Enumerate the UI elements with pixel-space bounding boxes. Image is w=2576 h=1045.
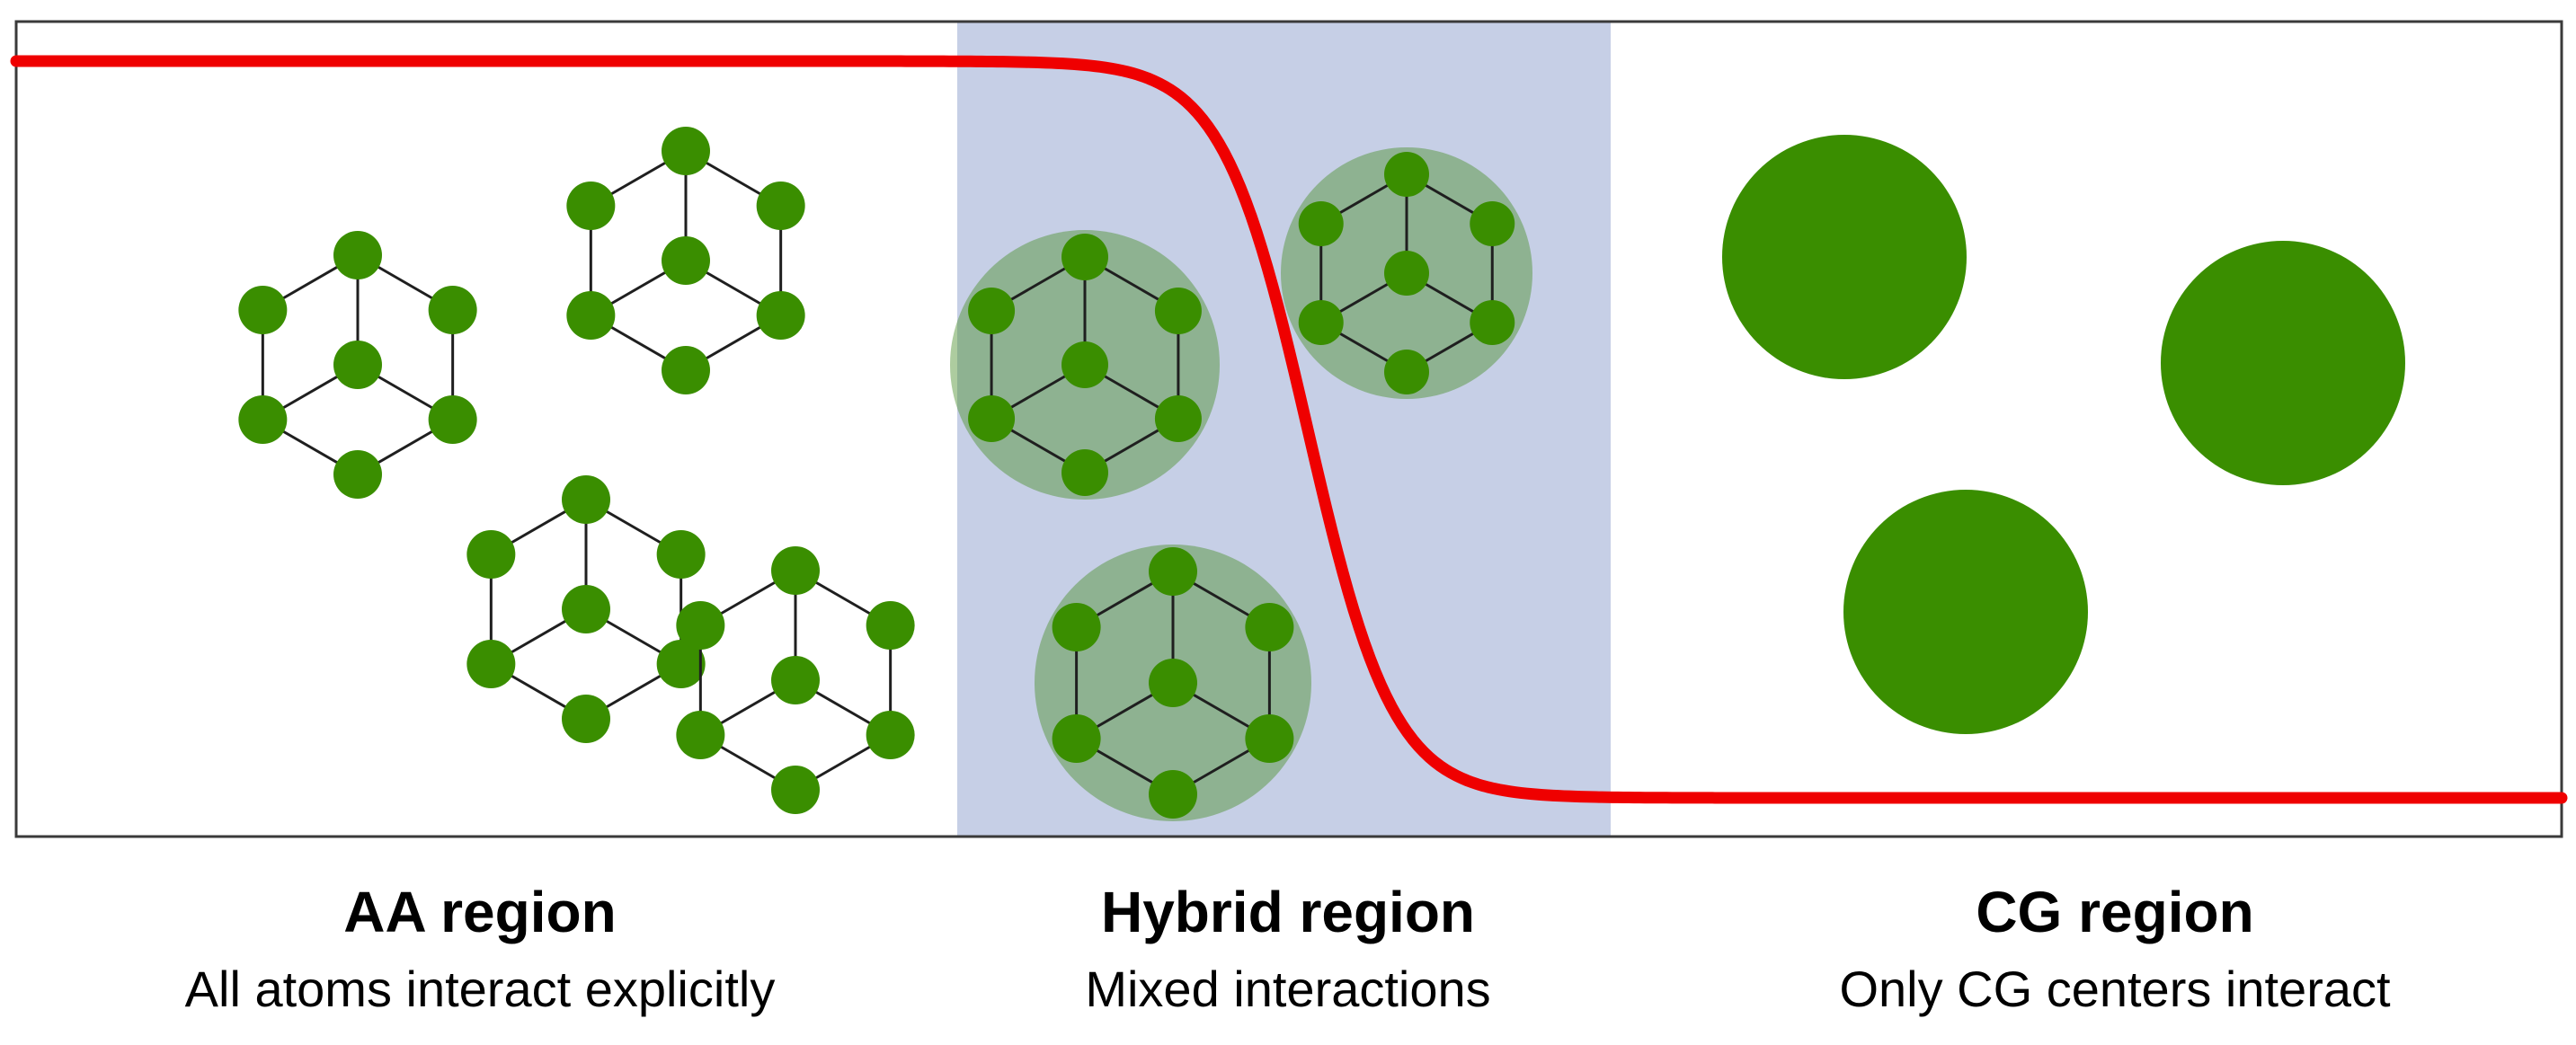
atom xyxy=(1149,659,1197,707)
cg-bead-2 xyxy=(2161,241,2405,485)
atom xyxy=(333,231,382,279)
cg-region-label: CG region Only CG centers interact xyxy=(1710,876,2519,1025)
atom xyxy=(1245,714,1294,763)
atom xyxy=(1298,201,1344,246)
cg-beads-layer xyxy=(1722,135,2405,734)
molecule-4 xyxy=(676,546,915,814)
atom xyxy=(676,711,725,759)
atom xyxy=(1149,547,1197,596)
atom xyxy=(1384,350,1429,394)
atom xyxy=(771,656,820,704)
cg-region-description: Only CG centers interact xyxy=(1839,961,2391,1017)
atom xyxy=(1470,201,1515,246)
aa-region-title: AA region xyxy=(343,880,617,944)
hybrid-region-description: Mixed interactions xyxy=(1085,961,1491,1017)
atom xyxy=(662,346,710,394)
cg-bead-3 xyxy=(1843,490,2088,734)
atom xyxy=(676,601,725,650)
atom xyxy=(756,182,805,230)
atom xyxy=(756,291,805,340)
molecule-3 xyxy=(466,475,706,743)
atom xyxy=(1061,341,1108,388)
atom xyxy=(1298,300,1344,345)
atom xyxy=(968,288,1016,334)
aa-region-description: All atoms interact explicitly xyxy=(184,961,776,1017)
atom xyxy=(1470,300,1515,345)
molecule-7 xyxy=(1035,545,1311,821)
atom xyxy=(1384,251,1429,296)
atom xyxy=(333,450,382,499)
atom xyxy=(656,530,706,579)
cg-bead-1 xyxy=(1722,135,1967,379)
molecule-5 xyxy=(950,230,1220,500)
atom xyxy=(866,601,915,650)
atom xyxy=(1052,714,1101,763)
atom xyxy=(1245,603,1294,651)
atom xyxy=(566,291,616,340)
molecules-layer xyxy=(238,127,1532,821)
atom xyxy=(562,585,610,633)
atom xyxy=(1061,449,1108,496)
hybrid-region-label: Hybrid region Mixed interactions xyxy=(884,876,1692,1025)
atom xyxy=(238,395,288,444)
atom xyxy=(1061,234,1108,280)
atom xyxy=(968,395,1016,442)
atom xyxy=(466,640,516,688)
hybrid-region-title: Hybrid region xyxy=(1100,880,1476,944)
atom xyxy=(1384,152,1429,197)
atom xyxy=(1154,288,1202,334)
atom xyxy=(866,711,915,759)
atom xyxy=(656,640,706,688)
molecule-1 xyxy=(238,231,477,499)
molecule-6 xyxy=(1281,147,1532,399)
atom xyxy=(562,695,610,743)
aa-region-label: AA region All atoms interact explicitly xyxy=(76,876,884,1025)
atom xyxy=(466,530,516,579)
atom xyxy=(562,475,610,524)
atom xyxy=(428,286,477,334)
atom xyxy=(662,127,710,175)
diagram-frame xyxy=(14,20,2563,838)
atom xyxy=(771,546,820,595)
atom xyxy=(1052,603,1101,651)
atom xyxy=(662,236,710,285)
cg-region-title: CG region xyxy=(1976,880,2254,944)
atom xyxy=(1149,770,1197,819)
atom xyxy=(1154,395,1202,442)
atom xyxy=(428,395,477,444)
hybrid-region-band xyxy=(957,22,1611,837)
atom xyxy=(566,182,616,230)
weighting-function-curve xyxy=(10,55,2568,804)
atom xyxy=(238,286,288,334)
atom xyxy=(771,766,820,814)
molecule-2 xyxy=(566,127,805,394)
atom xyxy=(333,341,382,389)
